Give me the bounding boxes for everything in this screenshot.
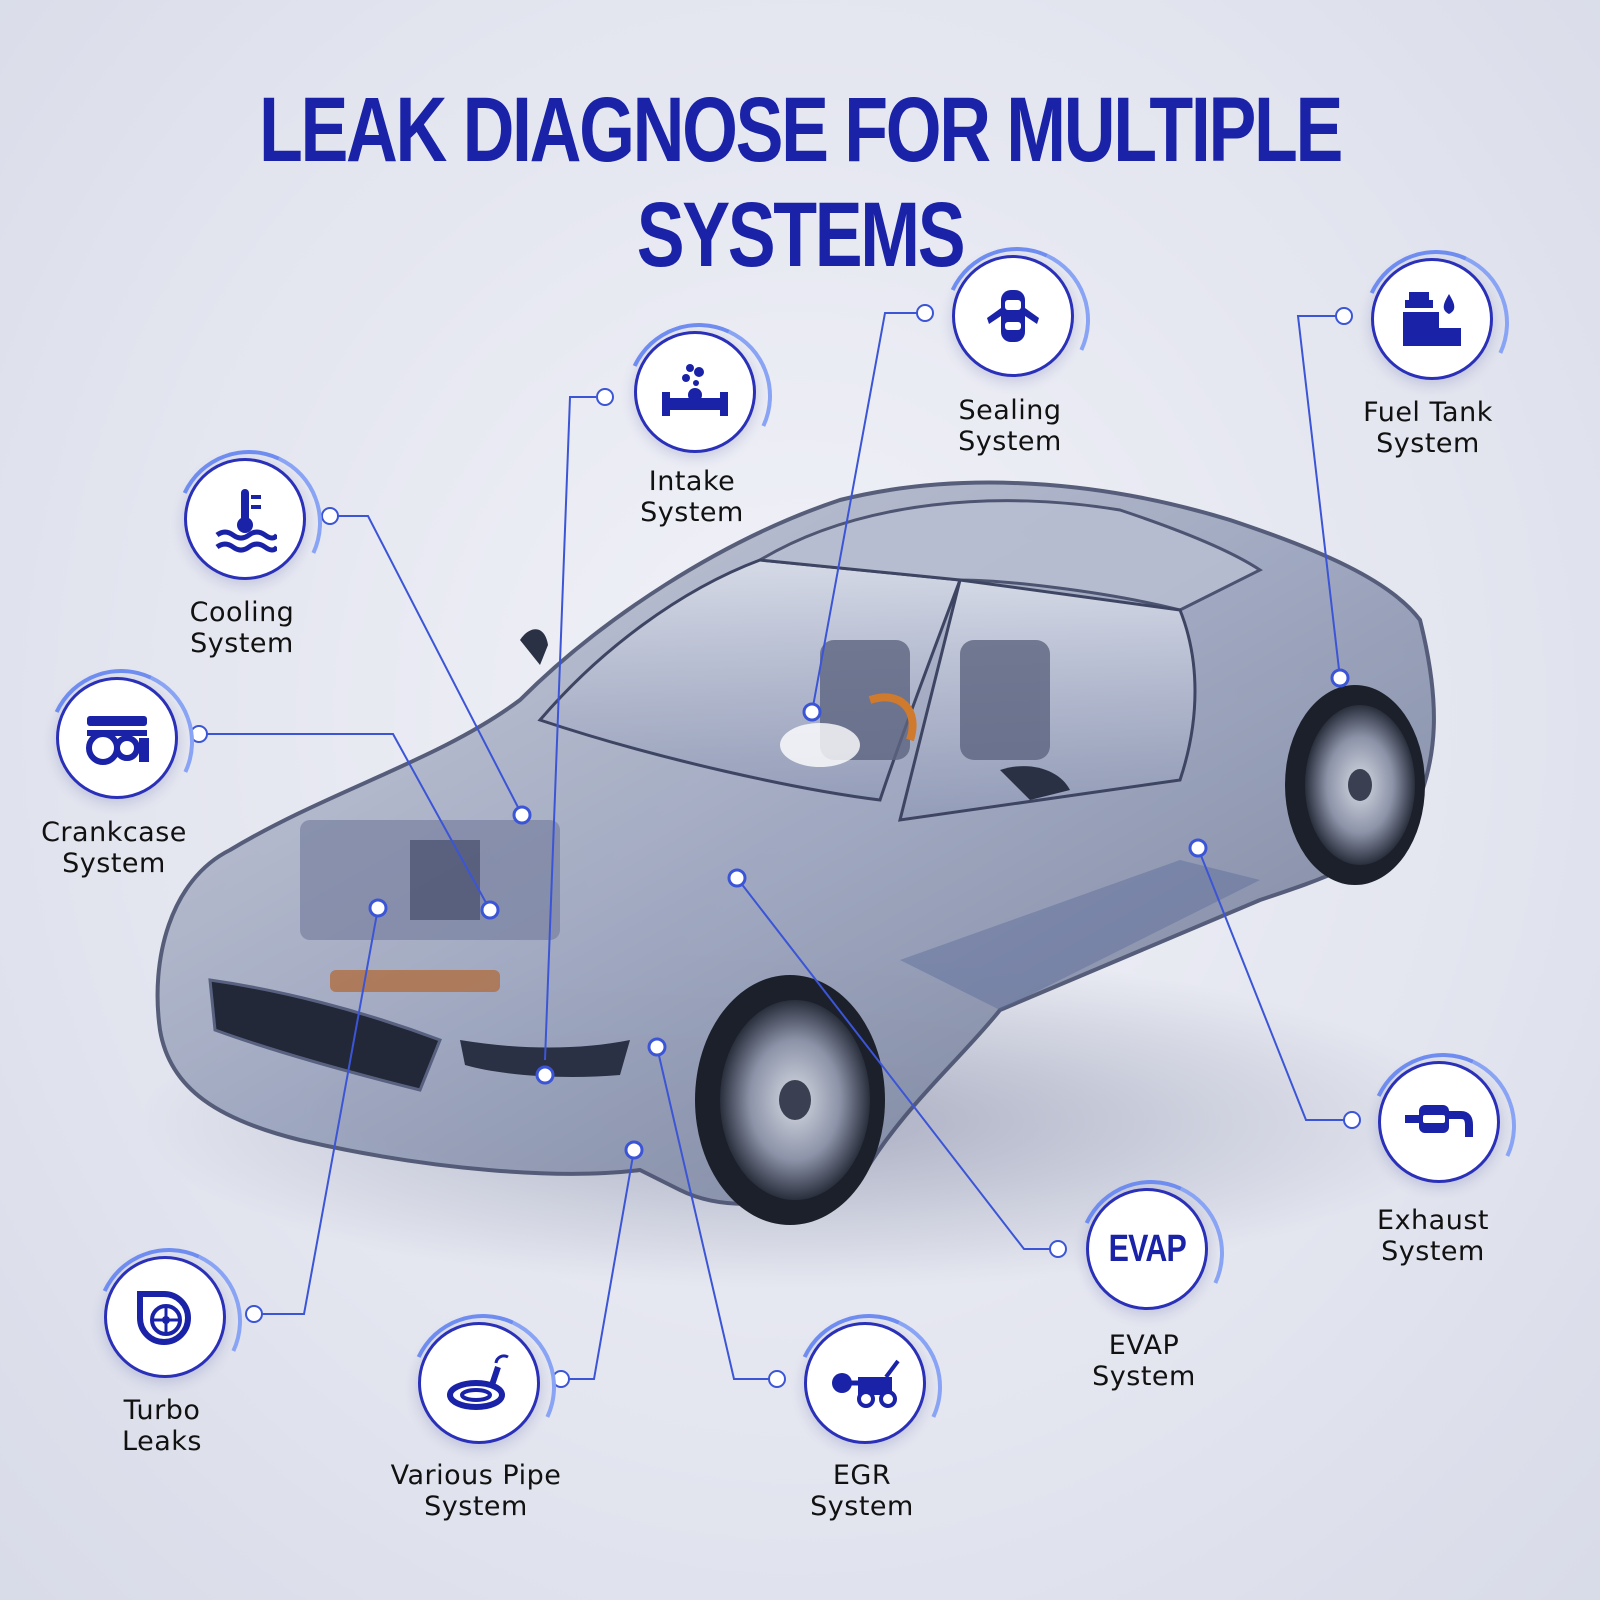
- connector-lines: [199, 312, 1352, 1380]
- turbo-badge: [75, 1227, 263, 1415]
- fuel-tank-badge: [1342, 229, 1530, 417]
- coolant-temperature-icon: [215, 489, 277, 553]
- connector-endpoints: [190, 304, 1361, 1388]
- fuel-tank-icon: [1403, 292, 1461, 346]
- engine-icon: [86, 716, 149, 765]
- exhaust-badge: [1349, 1032, 1537, 1220]
- cooling-badge: [155, 429, 343, 617]
- hose-pipe-icon: [447, 1354, 509, 1410]
- exhaust-muffler-icon: [1405, 1105, 1473, 1137]
- crankcase-badge: [27, 648, 215, 836]
- car-hotspots: [368, 668, 1350, 1160]
- intake-pipe-icon: [662, 364, 728, 416]
- car-doors-icon: [987, 290, 1039, 342]
- front-wheel: [695, 975, 885, 1225]
- egr-valve-icon: [832, 1359, 900, 1408]
- evap-icon: EVAP: [1108, 1227, 1186, 1270]
- intake-badge: [605, 302, 793, 490]
- evap-badge: EVAP: [1057, 1159, 1245, 1347]
- various-pipe-badge: [389, 1293, 577, 1481]
- rear-wheel: [1285, 685, 1425, 885]
- egr-badge: [775, 1293, 963, 1481]
- page-title: LEAK DIAGNOSE FOR MULTIPLE SYSTEMS: [258, 79, 1343, 286]
- turbo-icon: [137, 1291, 191, 1345]
- car-body: [155, 480, 1436, 1206]
- sealing-badge: [923, 226, 1111, 414]
